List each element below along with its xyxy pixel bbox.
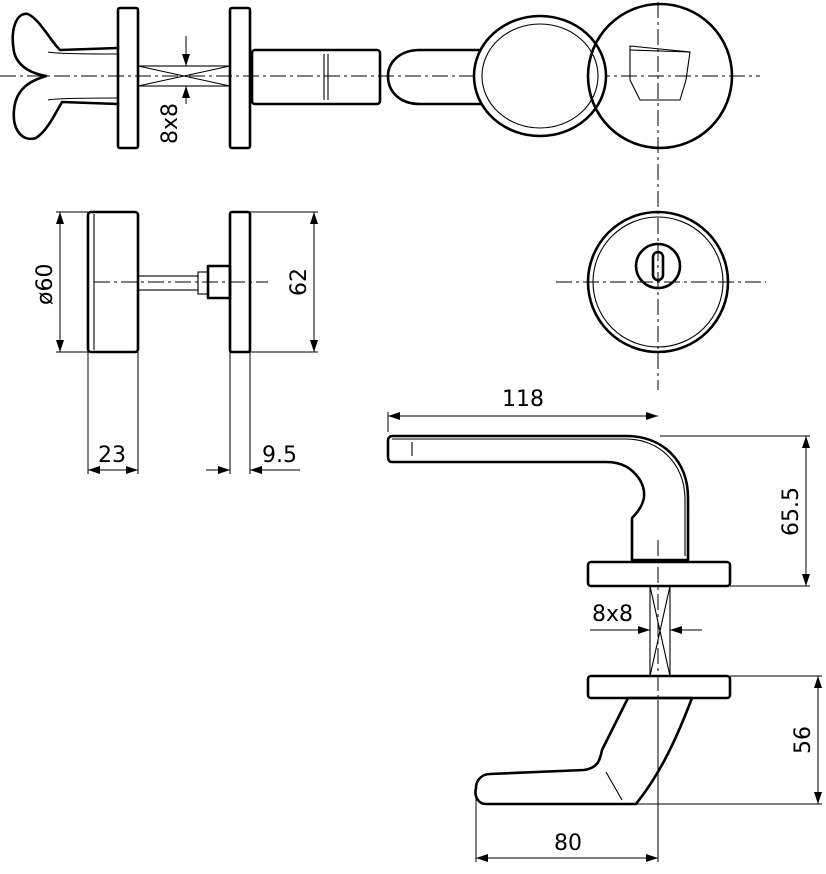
upper-rose [586, 560, 732, 588]
shaft [250, 48, 382, 106]
spindle-top-dimension: 8x8 [158, 103, 183, 144]
left-knob [11, 12, 120, 141]
left-knob-detail [47, 97, 119, 101]
rose-diameter-dimension: ø60 [33, 264, 58, 305]
lever-height-dimension: 65.5 [779, 487, 804, 536]
lower-rose [586, 674, 732, 700]
lock-cylinder [634, 242, 682, 290]
escutcheon-view [556, 210, 766, 354]
lower-lever-height-dimension: 56 [791, 726, 816, 754]
lever-top [386, 48, 522, 106]
lower-lever-projection-dimension: 80 [554, 831, 582, 856]
plate-thickness-dimension: 9.5 [262, 443, 297, 468]
top-view: 8x8 [0, 2, 760, 390]
spindle-side-dimension: 8x8 [592, 602, 633, 627]
lower-lever [474, 696, 694, 806]
side-spindle [137, 275, 199, 291]
lever-projection-dimension: 118 [502, 387, 544, 412]
side-plate [228, 210, 252, 354]
left-knob-detail [47, 51, 119, 55]
cone-detail [629, 45, 691, 101]
lever-view: 118 65.5 8x8 56 [386, 387, 822, 862]
oval-body [472, 14, 608, 138]
upper-lever [386, 434, 690, 562]
left-rose [116, 6, 140, 150]
rose-thickness-dimension: 23 [98, 443, 126, 468]
right-rose [228, 6, 252, 150]
escutcheon-outer [586, 210, 730, 354]
round-rose-top [586, 2, 734, 150]
knob-height-dimension: 62 [287, 268, 312, 296]
key-slot [651, 250, 665, 282]
side-view: ø60 62 23 9.5 [33, 210, 318, 474]
